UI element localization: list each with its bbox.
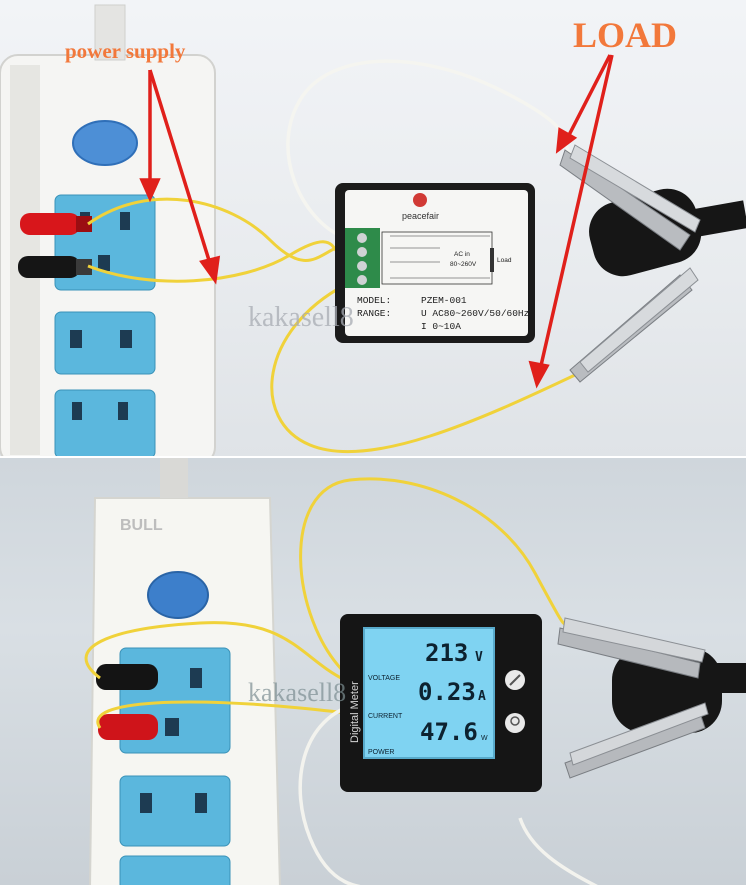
socket-icon — [54, 311, 156, 375]
white-wire — [286, 59, 572, 240]
bottom-photo-meter-in-use: BULL — [0, 458, 746, 885]
power-unit: W — [481, 735, 488, 742]
crocodile-clip-icon — [557, 617, 706, 679]
switch-button-icon — [147, 571, 209, 619]
load-terminal-label: Load — [497, 257, 512, 264]
crocodile-clip-icon — [564, 702, 709, 779]
current-label: CURRENT — [368, 713, 403, 720]
socket-icon — [119, 775, 231, 847]
power-label: POWER — [368, 749, 394, 756]
strip-brand-text: BULL — [120, 517, 163, 534]
black-plug-icon — [96, 664, 158, 690]
range-current: I 0~10A — [421, 321, 461, 332]
voltage-label: VOLTAGE — [368, 675, 400, 682]
socket-icon — [54, 389, 156, 458]
power-supply-label: power supply — [65, 39, 186, 63]
brand-logo-icon — [413, 193, 427, 207]
power-value: 47.6 — [420, 718, 478, 746]
range-voltage: U AC80~260V/50/60Hz — [421, 308, 529, 319]
current-unit: A — [478, 689, 486, 704]
yellow-wires — [87, 197, 576, 454]
crocodile-clip-icon — [559, 144, 701, 251]
ac-in-range: 80~260V — [450, 261, 477, 268]
crocodile-clip-icon — [569, 267, 699, 383]
watermark-text: kakasell8 — [248, 302, 354, 333]
watermark-text: kakasell8 — [248, 678, 346, 707]
ac-in-label: AC in — [454, 251, 470, 258]
red-plug-icon — [20, 213, 92, 235]
white-wire — [298, 706, 361, 885]
voltage-unit: V — [475, 650, 483, 665]
digital-meter-device: Digital Meter 213 V VOLTAGE 0.23 A CURRE… — [340, 614, 542, 792]
voltage-value: 213 — [425, 639, 468, 667]
black-plug-icon — [18, 256, 92, 278]
red-annotation-arrows — [139, 54, 614, 389]
load-label: LOAD — [573, 15, 677, 55]
red-plug-icon — [98, 714, 158, 740]
current-value: 0.23 — [418, 678, 476, 706]
pzem-meter-module: peacefair AC in 80~260V Load MODEL: PZEM… — [335, 183, 535, 343]
backlight-button-icon — [505, 713, 525, 733]
brand-name: peacefair — [402, 211, 439, 221]
model-label: MODEL: — [357, 295, 391, 306]
top-photo-wiring-diagram: peacefair AC in 80~260V Load MODEL: PZEM… — [0, 0, 746, 458]
meter-side-label: Digital Meter — [349, 681, 361, 743]
lcd-screen — [363, 627, 495, 759]
switch-button-icon — [72, 120, 138, 166]
range-label: RANGE: — [357, 308, 391, 319]
model-value: PZEM-001 — [421, 295, 467, 306]
